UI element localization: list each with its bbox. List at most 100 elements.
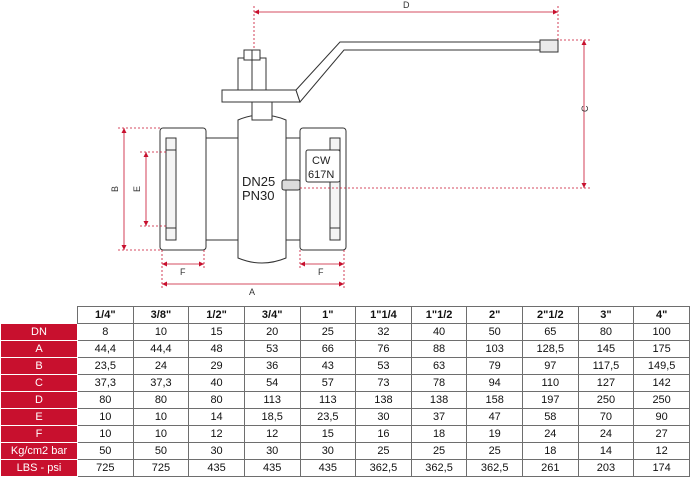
- table-cell: 50: [77, 442, 134, 460]
- table-cell: 725: [132, 459, 190, 477]
- table-cell: 10: [77, 408, 134, 426]
- table-cell: 12: [243, 425, 301, 443]
- valve-technical-drawing: DN25 PN30 CW 617N: [110, 0, 592, 297]
- size-column-header: 3": [577, 306, 635, 324]
- table-cell: 48: [188, 340, 245, 358]
- table-cell: 127: [577, 374, 635, 392]
- table-cell: 44,4: [132, 340, 190, 358]
- size-column-header: 1"1/4: [355, 306, 412, 324]
- table-cell: 58: [522, 408, 579, 426]
- table-cell: 90: [633, 408, 690, 426]
- table-cell: 362,5: [466, 459, 523, 477]
- table-cell: 8: [77, 323, 134, 341]
- table-cell: 435: [243, 459, 301, 477]
- size-column-header: 1/4": [77, 306, 134, 324]
- size-column-header: 2"1/2: [522, 306, 579, 324]
- table-cell: 138: [410, 391, 468, 409]
- table-cell: 113: [243, 391, 301, 409]
- table-cell: 15: [299, 425, 357, 443]
- row-label: DN: [0, 323, 78, 341]
- table-cell: 53: [243, 340, 301, 358]
- table-cell: 24: [522, 425, 579, 443]
- table-cell: 97: [522, 357, 579, 375]
- table-cell: 197: [522, 391, 579, 409]
- table-cell: 362,5: [410, 459, 468, 477]
- size-column-header: 2": [466, 306, 523, 324]
- table-cell: 18: [522, 442, 579, 460]
- table-cell: 10: [132, 323, 190, 341]
- table-cell: 80: [577, 323, 635, 341]
- table-cell: 145: [577, 340, 635, 358]
- table-cell: 142: [633, 374, 690, 392]
- table-cell: 29: [188, 357, 245, 375]
- table-cell: 43: [299, 357, 357, 375]
- table-cell: 149,5: [633, 357, 690, 375]
- table-cell: 128,5: [522, 340, 579, 358]
- table-cell: 174: [633, 459, 690, 477]
- table-cell: 14: [188, 408, 245, 426]
- row-label: LBS - psi: [0, 459, 78, 477]
- table-cell: 103: [466, 340, 523, 358]
- table-cell: 138: [355, 391, 412, 409]
- material-marking-grade: 617N: [308, 169, 334, 181]
- dimension-label-e: E: [132, 186, 142, 192]
- table-cell: 19: [466, 425, 523, 443]
- row-label: E: [0, 408, 78, 426]
- size-column-header: 3/8": [132, 306, 190, 324]
- dimension-label-f-left: F: [180, 267, 186, 277]
- size-column-header: 3/4": [243, 306, 301, 324]
- table-cell: 25: [466, 442, 523, 460]
- table-cell: 27: [633, 425, 690, 443]
- table-cell: 47: [466, 408, 523, 426]
- table-cell: 57: [299, 374, 357, 392]
- table-cell: 203: [577, 459, 635, 477]
- table-cell: 73: [355, 374, 412, 392]
- table-cell: 362,5: [355, 459, 412, 477]
- table-cell: 250: [633, 391, 690, 409]
- table-corner: [0, 306, 78, 324]
- dimension-label-c: C: [580, 105, 590, 112]
- table-cell: 25: [355, 442, 412, 460]
- dimension-label-a: A: [249, 287, 255, 297]
- size-column-header: 4": [633, 306, 690, 324]
- table-cell: 15: [188, 323, 245, 341]
- table-cell: 117,5: [577, 357, 635, 375]
- body-marking-pn: PN30: [242, 188, 275, 203]
- table-cell: 32: [355, 323, 412, 341]
- table-cell: 725: [77, 459, 134, 477]
- table-cell: 94: [466, 374, 523, 392]
- dimension-label-d: D: [403, 0, 410, 10]
- table-cell: 435: [188, 459, 245, 477]
- table-cell: 30: [188, 442, 245, 460]
- table-cell: 158: [466, 391, 523, 409]
- table-cell: 30: [355, 408, 412, 426]
- table-cell: 12: [633, 442, 690, 460]
- row-label: A: [0, 340, 78, 358]
- table-cell: 23,5: [299, 408, 357, 426]
- size-column-header: 1": [299, 306, 357, 324]
- table-cell: 50: [132, 442, 190, 460]
- row-label: C: [0, 374, 78, 392]
- table-cell: 44,4: [77, 340, 134, 358]
- table-cell: 100: [633, 323, 690, 341]
- row-label: B: [0, 357, 78, 375]
- dimension-label-b: B: [110, 186, 120, 192]
- table-cell: 40: [188, 374, 245, 392]
- row-label: F: [0, 425, 78, 443]
- table-cell: 80: [77, 391, 134, 409]
- row-label: D: [0, 391, 78, 409]
- table-cell: 10: [132, 408, 190, 426]
- table-cell: 66: [299, 340, 357, 358]
- table-cell: 78: [410, 374, 468, 392]
- valve-body: [159, 39, 559, 264]
